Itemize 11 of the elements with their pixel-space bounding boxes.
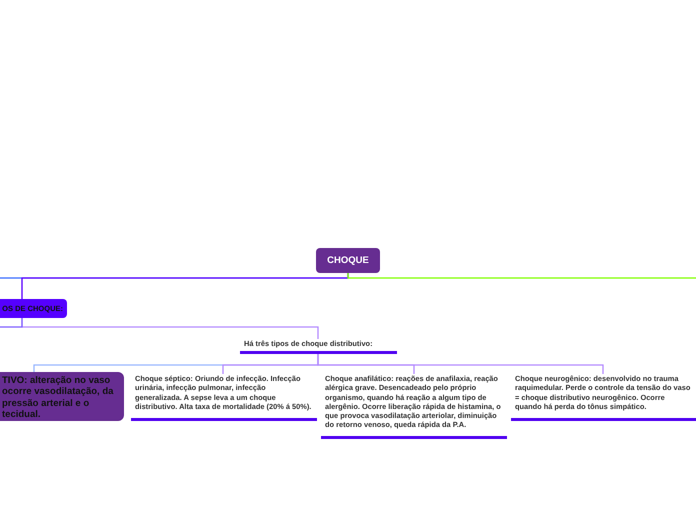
underlined-topic [321,374,507,439]
connector-line [0,318,23,328]
topic-label: TIVO: alteração no vaso ocorre vasodilatação, da pressão arterial e o tecidual. [2,375,114,421]
topic-label: CHOQUE [326,255,370,266]
topic-box [0,299,67,318]
connector-line [317,353,604,374]
topic-box [316,248,380,273]
underlined-topic [240,339,397,354]
underlined-topic [511,374,696,421]
connector-line [347,273,696,279]
underlined-topic [131,374,317,421]
